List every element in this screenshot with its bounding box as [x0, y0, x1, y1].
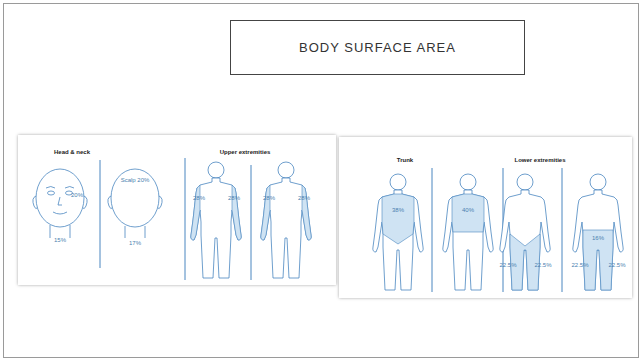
body-figure-back — [443, 174, 493, 290]
body-figure-front — [500, 174, 550, 290]
percent-label: 15% — [54, 237, 66, 243]
head-back — [108, 169, 162, 238]
percent-label: 28% — [193, 195, 205, 201]
body-figure-back — [573, 174, 623, 290]
percent-label: 16% — [592, 235, 604, 241]
percent-label: 22.5% — [499, 262, 516, 268]
body-figure-front — [373, 174, 423, 290]
percent-label: 38% — [392, 207, 404, 213]
percent-label: 28% — [298, 195, 310, 201]
percent-label: Scalp 20% — [121, 177, 150, 183]
percent-label: 22.5% — [534, 262, 551, 268]
face-front — [33, 169, 87, 238]
body-figure-front — [191, 162, 241, 278]
divider-line — [100, 158, 562, 292]
percent-label: 20% — [71, 192, 83, 198]
percent-label: 28% — [263, 195, 275, 201]
body-figure-back — [261, 162, 311, 278]
percent-label: 17% — [129, 240, 141, 246]
percent-label: 40% — [462, 207, 474, 213]
section-heading: Upper extremities — [220, 149, 271, 155]
percent-label: 22.5% — [571, 262, 588, 268]
section-heading: Lower extremities — [514, 157, 565, 163]
percent-label: 22.5% — [608, 262, 625, 268]
section-heading: Trunk — [397, 157, 413, 163]
section-heading: Head & neck — [54, 149, 90, 155]
percent-label: 28% — [228, 195, 240, 201]
slide-title: BODY SURFACE AREA — [230, 20, 525, 75]
